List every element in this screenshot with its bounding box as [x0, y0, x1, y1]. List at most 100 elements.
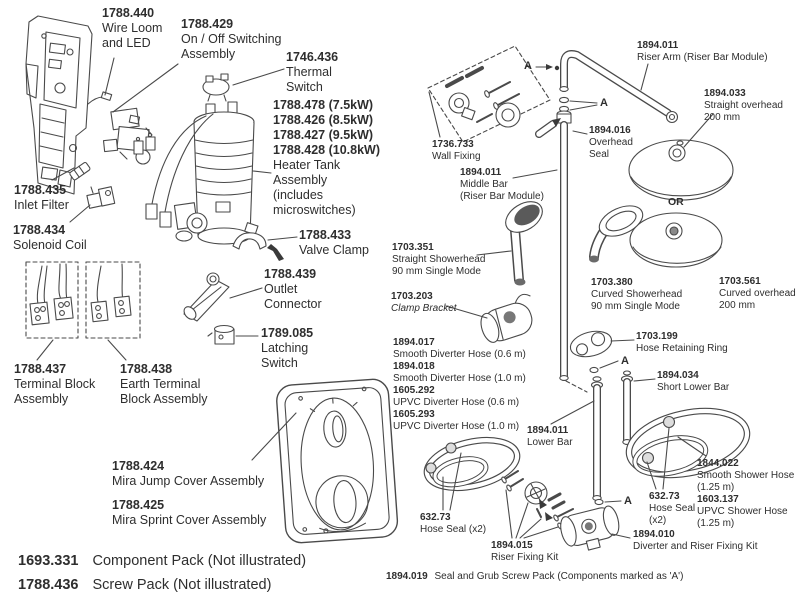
label-hose-seal-left: 632.73 Hose Seal (x2)	[420, 512, 486, 536]
seal-ring-a3-drawing	[589, 360, 619, 374]
label-outlet-connector: 1788.439 Outlet Connector	[264, 267, 322, 312]
part-number: 1788.478 (7.5kW) 1788.426 (8.5kW) 1788.4…	[273, 98, 381, 157]
part-number: 1894.033	[704, 88, 746, 99]
part-number: 1894.016	[589, 125, 631, 136]
label-thermal-switch: 1746.436 Thermal Switch	[286, 50, 338, 95]
part-desc: Short Lower Bar	[657, 382, 730, 393]
marker-a-3: A	[621, 355, 629, 367]
part-desc: Thermal Switch	[286, 65, 332, 94]
overhead-seal-drawing	[558, 96, 598, 113]
part-number: 1788.435	[14, 183, 67, 197]
leader-lines	[36, 57, 714, 539]
seal-ring-a4-drawing	[594, 498, 622, 506]
curved-showerhead-drawing	[589, 205, 644, 263]
part-desc: Smooth Shower Hose (1.25 m)	[697, 470, 795, 493]
label-latching-switch: 1789.085 Latching Switch	[261, 326, 313, 371]
part-number: 1703.351	[392, 242, 434, 253]
thermal-switch-drawing	[202, 73, 230, 102]
part-number: 1788.424	[112, 459, 165, 473]
riser-arm-drawing	[559, 50, 679, 124]
inlet-filter-drawing	[69, 161, 91, 181]
part-desc: Mira Jump Cover Assembly	[112, 474, 265, 488]
label-on-off-assembly: 1788.429 On / Off Switching Assembly	[181, 17, 282, 62]
straight-showerhead-drawing	[505, 201, 543, 286]
part-number: 1894.015	[491, 540, 533, 551]
label-straight-showerhead: 1703.351 Straight Showerhead 90 mm Singl…	[392, 242, 485, 278]
label-wall-fixing: 1736.733 Wall Fixing	[432, 139, 481, 163]
label-riser-fixing-kit: 1894.015 Riser Fixing Kit	[491, 540, 558, 564]
part-number: 1788.440	[102, 6, 155, 20]
part-number: 1894.034	[657, 370, 699, 381]
marker-a-2: A	[600, 97, 608, 109]
part-number: 1789.085	[261, 326, 314, 340]
part-number: 1788.439	[264, 267, 317, 281]
part-desc: Component Pack (Not illustrated)	[92, 553, 307, 569]
label-riser-arm: 1894.011 Riser Arm (Riser Bar Module)	[637, 40, 768, 64]
label-inlet-filter: 1788.435 Inlet Filter	[14, 183, 69, 213]
part-number: 632.73	[420, 512, 451, 523]
earth-terminal-drawing	[85, 261, 141, 339]
part-number: 1894.019	[386, 571, 428, 582]
part-desc: Hose Retaining Ring	[636, 343, 728, 354]
part-desc: Seal and Grub Screw Pack (Components mar…	[434, 571, 684, 582]
front-cover-drawing	[276, 378, 399, 544]
part-desc: Outlet Connector	[264, 282, 322, 311]
valve-clamp-drawing	[232, 232, 284, 261]
part-desc: Lower Bar	[527, 437, 573, 448]
latching-switch-drawing	[207, 324, 235, 345]
part-number: 1788.436	[18, 577, 79, 593]
part-number: 1703.203	[391, 291, 433, 302]
label-diverter-hoses: 1894.017 Smooth Diverter Hose (0.6 m) 18…	[393, 337, 526, 433]
part-number: 1788.434	[13, 223, 66, 237]
part-number: 1788.437	[14, 362, 67, 376]
part-number: 1605.293	[393, 409, 435, 420]
part-number: 1703.561	[719, 276, 761, 287]
part-number: 1693.331	[18, 553, 79, 569]
backplate-drawing	[25, 15, 93, 195]
heater-tank-drawing	[145, 101, 259, 245]
part-desc: Hose Seal (x2)	[420, 524, 487, 535]
label-middle-bar: 1894.011 Middle Bar (Riser Bar Module)	[460, 167, 544, 203]
label-valve-clamp: 1788.433 Valve Clamp	[299, 228, 369, 258]
part-desc: Solenoid Coil	[13, 238, 87, 252]
part-number: 1603.137	[697, 494, 739, 505]
part-desc: Smooth Diverter Hose (1.0 m)	[393, 373, 526, 384]
grub-screw-a-drawing	[535, 64, 560, 71]
marker-a-1: A	[524, 60, 532, 72]
part-desc: Riser Arm (Riser Bar Module)	[637, 52, 768, 63]
on-off-assembly-drawing	[102, 107, 153, 165]
microswitch-drawing	[133, 132, 156, 155]
clamp-bracket-drawing	[480, 293, 533, 343]
part-number: 1788.433	[299, 228, 352, 242]
part-number: 1788.425	[112, 498, 165, 512]
part-number: 1894.011	[527, 425, 569, 436]
part-desc: Clamp Bracket	[391, 303, 457, 314]
marker-a-4: A	[624, 495, 632, 507]
label-earth-terminal: 1788.438 Earth Terminal Block Assembly	[120, 362, 208, 407]
part-desc: Inlet Filter	[14, 198, 69, 212]
label-overhead-seal: 1894.016 Overhead Seal	[589, 125, 633, 161]
part-desc: Smooth Diverter Hose (0.6 m)	[393, 349, 526, 360]
part-number: 1894.011	[637, 40, 679, 51]
part-desc: Diverter and Riser Fixing Kit	[633, 541, 758, 552]
diverter-drawing	[560, 505, 620, 551]
label-lower-bar: 1894.011 Lower Bar	[527, 425, 573, 449]
label-solenoid-coil: 1788.434 Solenoid Coil	[13, 223, 87, 253]
part-desc: Latching Switch	[261, 341, 309, 370]
short-lower-bar-drawing	[620, 370, 634, 445]
part-number: 1894.017	[393, 337, 435, 348]
footer-seal-grub-pack: 1894.019 Seal and Grub Screw Pack (Compo…	[386, 571, 683, 583]
part-number: 1894.011	[460, 167, 502, 178]
part-desc: Middle Bar (Riser Bar Module)	[460, 179, 544, 202]
label-sprint-cover: 1788.425 Mira Sprint Cover Assembly	[112, 498, 266, 528]
label-hose-retaining-ring: 1703.199 Hose Retaining Ring	[636, 331, 728, 355]
label-short-lower-bar: 1894.034 Short Lower Bar	[657, 370, 729, 394]
part-number: 1894.010	[633, 529, 675, 540]
label-straight-overhead: 1894.033 Straight overhead 200 mm	[704, 88, 783, 124]
part-number: 1894.018	[393, 361, 435, 372]
part-number: 1703.199	[636, 331, 678, 342]
curved-overhead-drawing	[629, 212, 723, 268]
part-number: 1844.022	[697, 458, 739, 469]
part-desc: Riser Fixing Kit	[491, 552, 559, 563]
